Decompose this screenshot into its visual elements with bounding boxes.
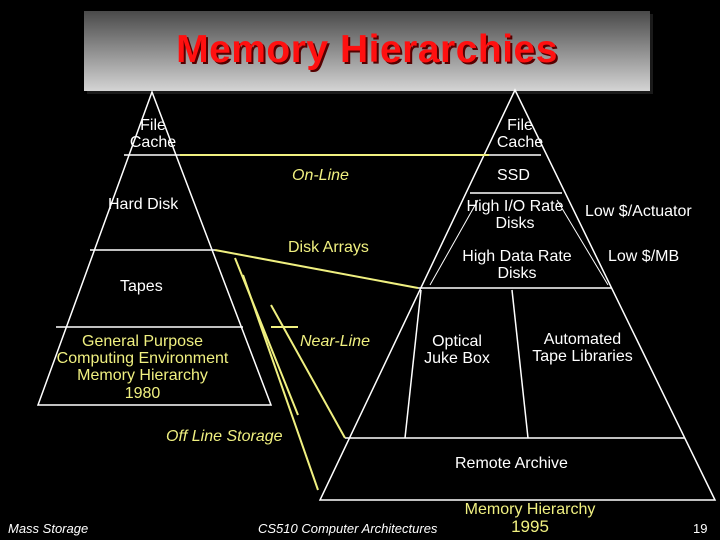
online-label: On-Line bbox=[292, 167, 349, 184]
left-caption-line-2: Computing Environment bbox=[56, 350, 229, 367]
right-level-ssd: SSD bbox=[497, 167, 530, 184]
footer-center: CS510 Computer Architectures bbox=[258, 521, 438, 536]
connector-nearline-2 bbox=[270, 304, 346, 439]
nearline-divider-1 bbox=[404, 289, 422, 439]
right-caption: Memory Hierarchy bbox=[464, 501, 596, 518]
nearline-automated-tape-libraries: Automated Tape Libraries bbox=[532, 331, 633, 365]
online-disk-arrays: Disk Arrays bbox=[288, 239, 369, 256]
online-low-cost-actuator: Low $/Actuator bbox=[585, 203, 692, 220]
nearline-optical-juke-box: Optical Juke Box bbox=[424, 333, 490, 367]
nearline-divider-2 bbox=[511, 289, 529, 439]
slide-title: Memory Hierarchies bbox=[176, 28, 558, 71]
online-inner-line-2 bbox=[556, 199, 609, 286]
footer-left: Mass Storage bbox=[8, 521, 89, 536]
offline-remote-archive: Remote Archive bbox=[455, 455, 568, 472]
online-high-io-disks: High I/O Rate Disks bbox=[466, 198, 564, 232]
online-low-cost-mb: Low $/MB bbox=[608, 248, 680, 265]
connector-tapes-2 bbox=[242, 274, 319, 491]
left-level-file-cache: File Cache bbox=[129, 117, 177, 151]
left-pyramid-outline bbox=[36, 89, 273, 406]
nearline-label: Near-Line bbox=[300, 333, 370, 350]
title-banner bbox=[84, 11, 650, 91]
online-high-data-rate-disks: High Data Rate Disks bbox=[462, 248, 572, 282]
right-pyramid-outline bbox=[318, 88, 717, 501]
offline-label: Off Line Storage bbox=[166, 428, 283, 445]
left-level-tapes: Tapes bbox=[120, 278, 163, 295]
online-inner-line-1 bbox=[429, 199, 479, 286]
left-caption-line-1: General Purpose bbox=[82, 333, 203, 350]
right-level-file-cache: File Cache bbox=[496, 117, 544, 151]
left-caption-line-3: Memory Hierarchy bbox=[77, 367, 208, 384]
left-caption-year: 1980 bbox=[124, 385, 161, 402]
page-number: 19 bbox=[693, 521, 708, 536]
connector-harddisk bbox=[214, 249, 419, 289]
left-level-hard-disk: Hard Disk bbox=[108, 196, 179, 213]
right-caption-year: 1995 bbox=[511, 517, 549, 536]
